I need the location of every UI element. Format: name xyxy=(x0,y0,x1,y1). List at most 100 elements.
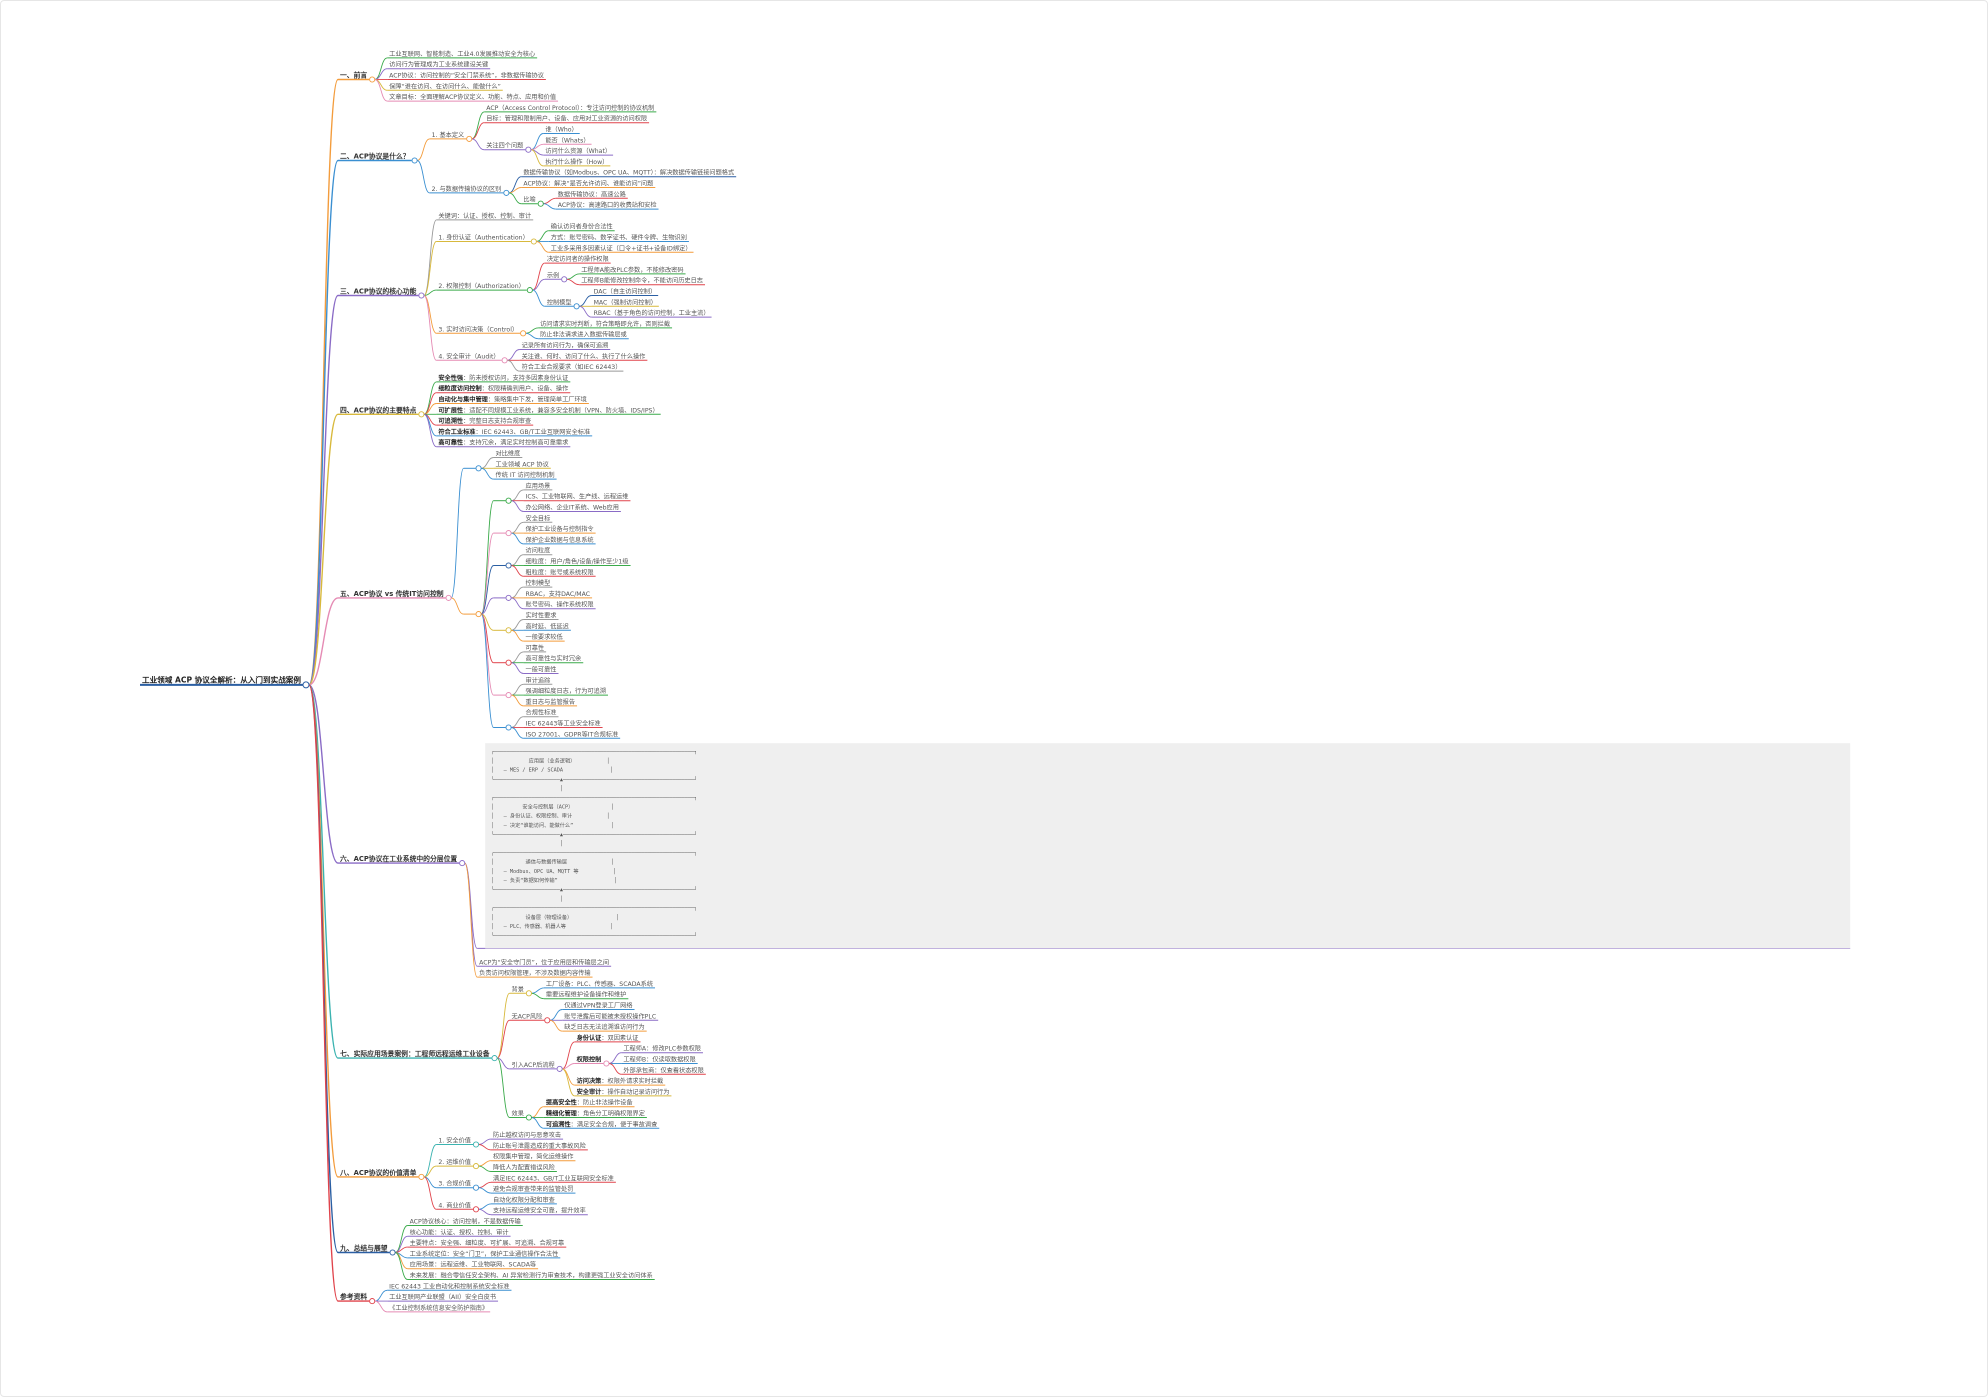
mindmap-node[interactable]: ISO 27001、GDPR等IT合规标准 xyxy=(526,730,619,738)
mindmap-node[interactable]: 无ACP风险 xyxy=(512,1012,544,1020)
mindmap-node[interactable]: 工业领域 ACP 协议 xyxy=(496,460,550,468)
mindmap-node[interactable]: 2. 与数据传输协议的区别 xyxy=(432,185,502,193)
mindmap-node[interactable]: 工业多采用多因素认证（口令+证书+设备ID绑定） xyxy=(551,244,692,252)
mindmap-node[interactable]: 文章目标：全面理解ACP协议定义、功能、特点、应用和价值 xyxy=(389,93,556,101)
mindmap-node[interactable]: IEC 62443 工业自动化和控制系统安全标准 xyxy=(389,1282,509,1290)
mindmap-node[interactable]: 参考资料 xyxy=(339,1292,367,1301)
mindmap-node[interactable]: ACP为“安全守门员”，位于应用层和传输层之间 xyxy=(479,958,609,966)
mindmap-node[interactable]: 关注四个问题 xyxy=(486,142,523,150)
mindmap-node[interactable]: 目标：管理和限制用户、设备、应用对工业资源的访问权限 xyxy=(486,115,647,123)
mindmap-node[interactable]: 访问决策：权限外请求实时拦截 xyxy=(577,1077,664,1085)
mindmap-node[interactable]: 工程师A能改PLC参数，不能修改密码 xyxy=(581,266,683,274)
mindmap-node[interactable]: 应用场景：远程运维、工业物联网、SCADA等 xyxy=(410,1261,537,1269)
expand-toggle[interactable] xyxy=(418,292,425,299)
mindmap-node[interactable]: 符合工业标准：IEC 62443、GB/T工业互联网安全标准 xyxy=(438,428,590,436)
mindmap-node[interactable]: 工业互联网、智能制造、工业4.0发展推动安全为核心 xyxy=(389,50,535,58)
expand-toggle[interactable] xyxy=(525,146,532,153)
expand-toggle[interactable] xyxy=(505,659,512,666)
mindmap-node[interactable]: 对比维度 xyxy=(496,450,521,458)
mindmap-node[interactable]: 一般可靠性 xyxy=(526,666,557,674)
expand-toggle[interactable] xyxy=(491,1055,498,1062)
expand-toggle[interactable] xyxy=(459,860,466,867)
expand-toggle[interactable] xyxy=(472,1206,480,1213)
mindmap-node[interactable]: 缺乏日志无法追溯谁访问行为 xyxy=(564,1023,644,1031)
mindmap-node[interactable]: 权限控制 xyxy=(576,1056,602,1064)
mindmap-node[interactable]: 示例 xyxy=(547,271,559,279)
mindmap-node[interactable]: 1. 安全价值 xyxy=(438,1137,471,1145)
mindmap-node[interactable]: 保护工业设备与控制指令 xyxy=(526,525,595,533)
expand-toggle[interactable] xyxy=(475,611,482,618)
mindmap-node[interactable]: 访问粒度 xyxy=(526,547,551,555)
mindmap-node[interactable]: 八、ACP协议的价值清单 xyxy=(339,1168,417,1177)
expand-toggle[interactable] xyxy=(466,135,473,142)
expand-toggle[interactable] xyxy=(472,1184,480,1191)
expand-toggle[interactable] xyxy=(472,1163,480,1170)
mindmap-node[interactable]: 效果 xyxy=(512,1110,524,1118)
expand-toggle[interactable] xyxy=(505,724,512,731)
mindmap-node[interactable]: IEC 62443等工业安全标准 xyxy=(526,720,601,728)
mindmap-node[interactable]: 《工业控制系统信息安全防护指南》 xyxy=(389,1304,488,1312)
mindmap-node[interactable]: 访问什么资源（What） xyxy=(545,147,611,155)
mindmap-node[interactable]: 一、前言 xyxy=(340,71,367,80)
mindmap-node[interactable]: 安全审计：操作自动记录访问行为 xyxy=(577,1088,670,1096)
mindmap-node[interactable]: 数据传输协议（如Modbus、OPC UA、MQTT）：解决数据传输链接问题格式 xyxy=(523,169,734,177)
mindmap-node[interactable]: 引入ACP后流程 xyxy=(512,1061,555,1069)
mindmap-node[interactable]: 可靠性 xyxy=(526,644,545,652)
mindmap-node[interactable]: 关键词：认证、授权、控制、审计 xyxy=(438,212,531,220)
mindmap-node[interactable]: 3. 实时访问决策（Control） xyxy=(438,325,518,333)
mindmap-node[interactable]: 可追溯性：满足安全合规，便于事故调查 xyxy=(546,1120,657,1128)
expand-toggle[interactable] xyxy=(505,627,512,634)
mindmap-node[interactable]: 核心功能：认证、授权、控制、审计 xyxy=(410,1228,509,1236)
mindmap-node[interactable]: 1. 身份认证（Authentication） xyxy=(438,234,528,242)
mindmap-node[interactable]: 仅通过VPN登录工厂网络 xyxy=(564,1002,632,1010)
mindmap-node[interactable]: 4. 安全审计（Audit） xyxy=(438,352,499,360)
mindmap-node[interactable]: 高可靠性：支持冗余，满足实时控制高可靠需求 xyxy=(438,439,568,447)
mindmap-node[interactable]: 避免合规审查带来的监管处罚 xyxy=(493,1185,573,1193)
mindmap-node[interactable]: 身份认证：双因素认证 xyxy=(577,1034,639,1042)
mindmap-node[interactable]: 工程师B：仅读取数据权限 xyxy=(623,1056,695,1064)
mindmap-node[interactable]: 外部承包商：仅查看状态权限 xyxy=(623,1066,703,1074)
mindmap-node[interactable]: 执行什么操作（How） xyxy=(545,158,608,166)
expand-toggle[interactable] xyxy=(526,287,533,294)
expand-toggle[interactable] xyxy=(411,157,418,164)
mindmap-node[interactable]: 重日志与监管报告 xyxy=(526,698,576,706)
mindmap-node[interactable]: ACP协议核心：访问控制，不是数据传输 xyxy=(410,1218,522,1226)
mindmap-node[interactable]: 保护企业数据与信息系统 xyxy=(526,536,594,544)
mindmap-node[interactable]: 审计追踪 xyxy=(526,676,551,684)
expand-toggle[interactable] xyxy=(556,1065,563,1072)
mindmap-node[interactable]: 负责访问权限管理，不涉及数据内容传输 xyxy=(479,969,591,977)
mindmap-node[interactable]: 工程师A：修改PLC参数权限 xyxy=(623,1045,701,1053)
expand-toggle[interactable] xyxy=(505,497,512,504)
expand-toggle[interactable] xyxy=(561,276,568,283)
mindmap-node[interactable]: 符合工业合规要求（如IEC 62443） xyxy=(522,363,622,371)
mindmap-node[interactable]: 七、实际应用场景案例：工程师远程运维工业设备 xyxy=(340,1049,490,1058)
mindmap-node[interactable]: 4. 商业价值 xyxy=(438,1201,471,1209)
expand-toggle[interactable] xyxy=(505,562,512,569)
mindmap-node[interactable]: 工业互联网产业联盟（AII）安全白皮书 xyxy=(389,1293,496,1301)
mindmap-node[interactable]: 传统 IT 访问控制机制 xyxy=(496,471,555,479)
mindmap-node[interactable]: 控制模型 xyxy=(526,579,551,587)
expand-toggle[interactable] xyxy=(520,330,527,337)
mindmap-node[interactable]: 高时延、低延迟 xyxy=(526,622,569,630)
mindmap-node[interactable]: 应用场景 xyxy=(526,482,551,490)
expand-toggle[interactable] xyxy=(603,1060,610,1067)
mindmap-node[interactable]: 工厂设备：PLC、传感器、SCADA系统 xyxy=(546,980,653,988)
mindmap-node[interactable]: ICS、工业物联网、生产线、远程运维 xyxy=(526,493,629,501)
expand-toggle[interactable] xyxy=(525,1114,532,1121)
mindmap-node[interactable]: 工程师B能修改控制命令，不能访问历史日志 xyxy=(581,277,703,285)
mindmap-node[interactable]: 账号泄露后可能被未授权操作PLC xyxy=(564,1012,656,1020)
mindmap-node[interactable]: RBAC，支持DAC/MAC xyxy=(526,590,591,598)
mindmap-node[interactable]: 五、ACP协议 vs 传统IT访问控制 xyxy=(340,589,444,598)
mindmap-node[interactable]: 一般要求较低 xyxy=(526,633,563,641)
mindmap-node[interactable]: 权限集中管理，简化运维操作 xyxy=(493,1153,573,1161)
expand-toggle[interactable] xyxy=(530,238,537,245)
mindmap-node[interactable]: 精细化管理：角色分工明确权限界定 xyxy=(546,1110,645,1118)
mindmap-node[interactable]: 主要特点：安全强、细粒度、可扩展、可追溯、合规可靠 xyxy=(410,1239,565,1247)
mindmap-node[interactable]: 降低人为配置错误风险 xyxy=(493,1164,556,1172)
mindmap-node[interactable]: 工业系统定位：安全“门卫”，保护工业通信操作合法性 xyxy=(410,1250,559,1258)
mindmap-node[interactable]: MAC（强制访问控制） xyxy=(594,298,657,306)
mindmap-node[interactable]: 访问行为管理成为工业系统建设关键 xyxy=(389,61,488,69)
expand-toggle[interactable] xyxy=(505,594,512,601)
mindmap-node[interactable]: 高可靠性与实时冗余 xyxy=(526,655,582,663)
mindmap-node[interactable]: 确认访问者身份合法性 xyxy=(551,223,613,231)
